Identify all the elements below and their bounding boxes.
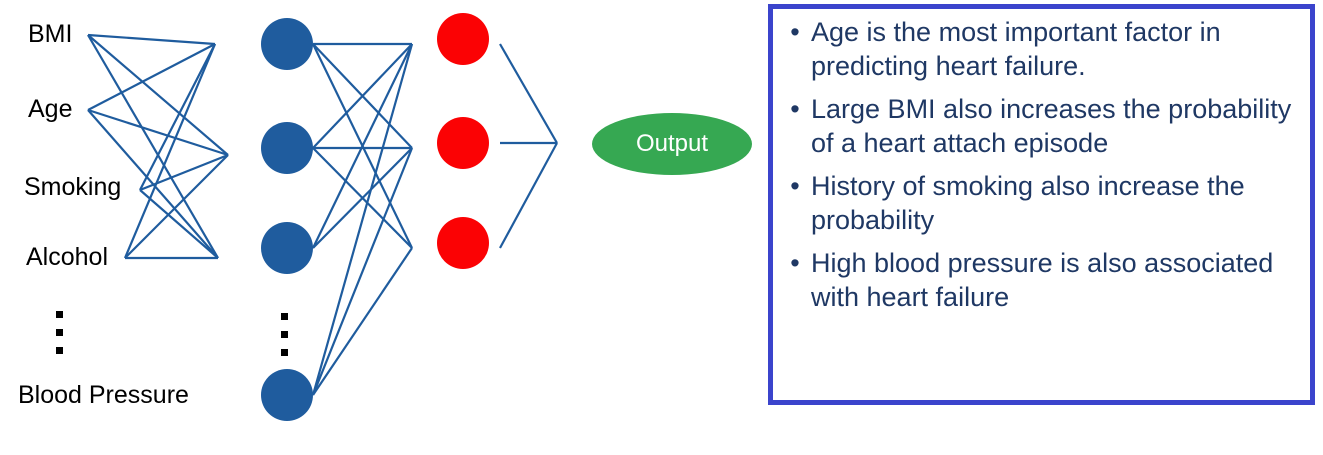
output-ellipse: Output: [592, 113, 752, 175]
input-label-alcohol: Alcohol: [26, 243, 108, 271]
notes-box: • Age is the most important factor in pr…: [768, 4, 1315, 405]
input-label-blood-pressure: Blood Pressure: [18, 381, 189, 409]
bullet-icon: •: [790, 171, 800, 201]
notes-list: • Age is the most important factor in pr…: [773, 9, 1310, 314]
list-item: • High blood pressure is also associated…: [779, 246, 1302, 314]
list-item: • Age is the most important factor in pr…: [779, 15, 1302, 83]
output-ellipse-label: Output: [635, 130, 709, 157]
network-edges: [87, 33, 558, 396]
bullet-icon: •: [790, 17, 800, 47]
hidden-node-3: [261, 222, 313, 274]
output-node-1: [437, 13, 489, 65]
hidden-node-4: [261, 369, 313, 421]
note-text: Age is the most important factor in pred…: [811, 17, 1221, 81]
input-label-age: Age: [28, 95, 73, 123]
note-text: History of smoking also increase the pro…: [811, 171, 1245, 235]
neural-network-diagram: BMI Age Smoking Alcohol Blood Pressure O…: [18, 13, 752, 421]
input-label-bmi: BMI: [28, 20, 73, 48]
hidden-node-2: [261, 122, 313, 174]
input-layer-ellipsis-icon: [56, 311, 63, 365]
note-text: Large BMI also increases the probability…: [811, 94, 1292, 158]
list-item: • Large BMI also increases the probabili…: [779, 92, 1302, 160]
hidden-layer-ellipsis-icon: [281, 313, 288, 367]
hidden-node-1: [261, 18, 313, 70]
note-text: High blood pressure is also associated w…: [811, 248, 1274, 312]
output-node-2: [437, 117, 489, 169]
bullet-icon: •: [790, 248, 800, 278]
list-item: • History of smoking also increase the p…: [779, 169, 1302, 237]
bullet-icon: •: [790, 94, 800, 124]
input-label-smoking: Smoking: [24, 173, 122, 201]
output-node-3: [437, 217, 489, 269]
